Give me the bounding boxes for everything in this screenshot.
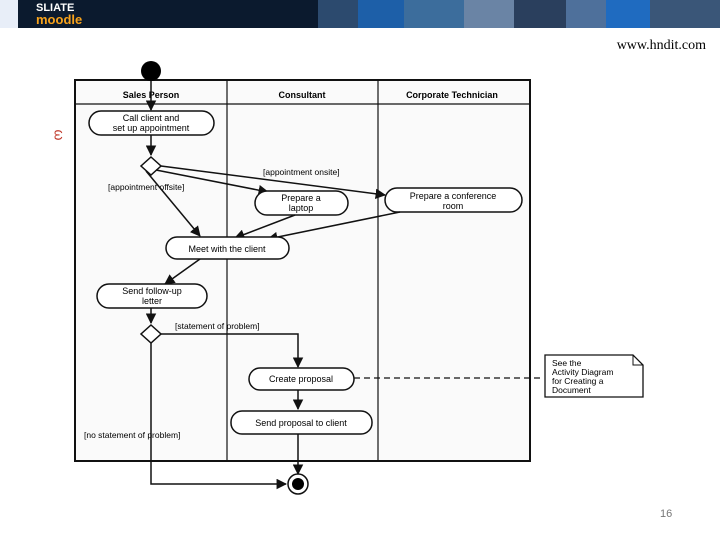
- site-url[interactable]: www.hndit.com: [616, 38, 706, 53]
- activity-send-proposal: [230, 410, 373, 435]
- flow-arrow: [155, 169, 270, 196]
- activity-prepare-room: [384, 187, 523, 213]
- activity-send-proposal-label: Send proposal to client: [255, 418, 347, 428]
- flow-arrow: [161, 333, 304, 369]
- activity-send-letter: [96, 283, 208, 309]
- sliate-moodle-logo[interactable]: SLIATE moodle: [36, 2, 83, 27]
- initial-node: [141, 61, 161, 81]
- banner-globe-image: [358, 0, 404, 28]
- flow-arrow: [234, 214, 296, 240]
- page-number: 16: [660, 508, 673, 520]
- banner-photo: [318, 0, 358, 28]
- activity-call-client-line2: set up appointment: [113, 123, 190, 133]
- activity-create-proposal: [248, 367, 355, 391]
- activity-send-letter-line1: Send follow-up: [122, 286, 182, 296]
- activity-call-client-line1: Call client and: [123, 113, 180, 123]
- flow-arrow: [145, 170, 201, 237]
- activity-prepare-room-line1: Prepare a conference: [410, 191, 497, 201]
- banner-photo: [464, 0, 514, 28]
- note-line2: Activity Diagram: [552, 367, 613, 377]
- note-line4: Document: [552, 385, 591, 395]
- activity-create-proposal-label: Create proposal: [269, 374, 333, 384]
- guard-appointment-onsite: [appointment onsite]: [263, 167, 340, 177]
- activity-send-letter-line2: letter: [142, 296, 162, 306]
- note-line1: See the: [552, 358, 582, 368]
- activity-prepare-room-line2: room: [443, 201, 464, 211]
- note-line3: for Creating a: [552, 376, 604, 386]
- header-banner: SLIATE moodle: [0, 0, 720, 28]
- activity-prepare-laptop-line2: laptop: [289, 203, 314, 213]
- flow-arrow: [150, 343, 288, 490]
- flow-arrow: [164, 258, 201, 285]
- activity-prepare-laptop-line1: Prepare a: [281, 193, 321, 203]
- logo-top-text: SLIATE: [36, 2, 75, 14]
- banner-photo: [404, 0, 464, 28]
- activity-prepare-laptop: [254, 190, 349, 216]
- institution-logo: [0, 0, 18, 28]
- lane-header-consultant: Consultant: [279, 90, 326, 100]
- flow-arrow: [266, 211, 401, 243]
- note-shape: [544, 354, 644, 398]
- banner-globe-image: [606, 0, 650, 28]
- banner-photo: [514, 0, 566, 28]
- banner-photo: [650, 0, 720, 28]
- note-fold: [632, 355, 643, 366]
- logo-bottom-text: moodle: [36, 12, 83, 27]
- flow-arrow: [160, 165, 387, 199]
- guard-appointment-offsite: [appointment offsite]: [108, 182, 184, 192]
- final-node-inner: [292, 478, 304, 490]
- guard-no-statement-of-problem: [no statement of problem]: [84, 430, 180, 440]
- activity-meet-client: [165, 236, 290, 260]
- diagram-frame: [74, 79, 531, 462]
- banner-photo: [566, 0, 606, 28]
- activity-meet-client-label: Meet with the client: [188, 244, 266, 254]
- guard-statement-of-problem: [statement of problem]: [175, 321, 260, 331]
- lane-header-corporate-technician: Corporate Technician: [406, 90, 498, 100]
